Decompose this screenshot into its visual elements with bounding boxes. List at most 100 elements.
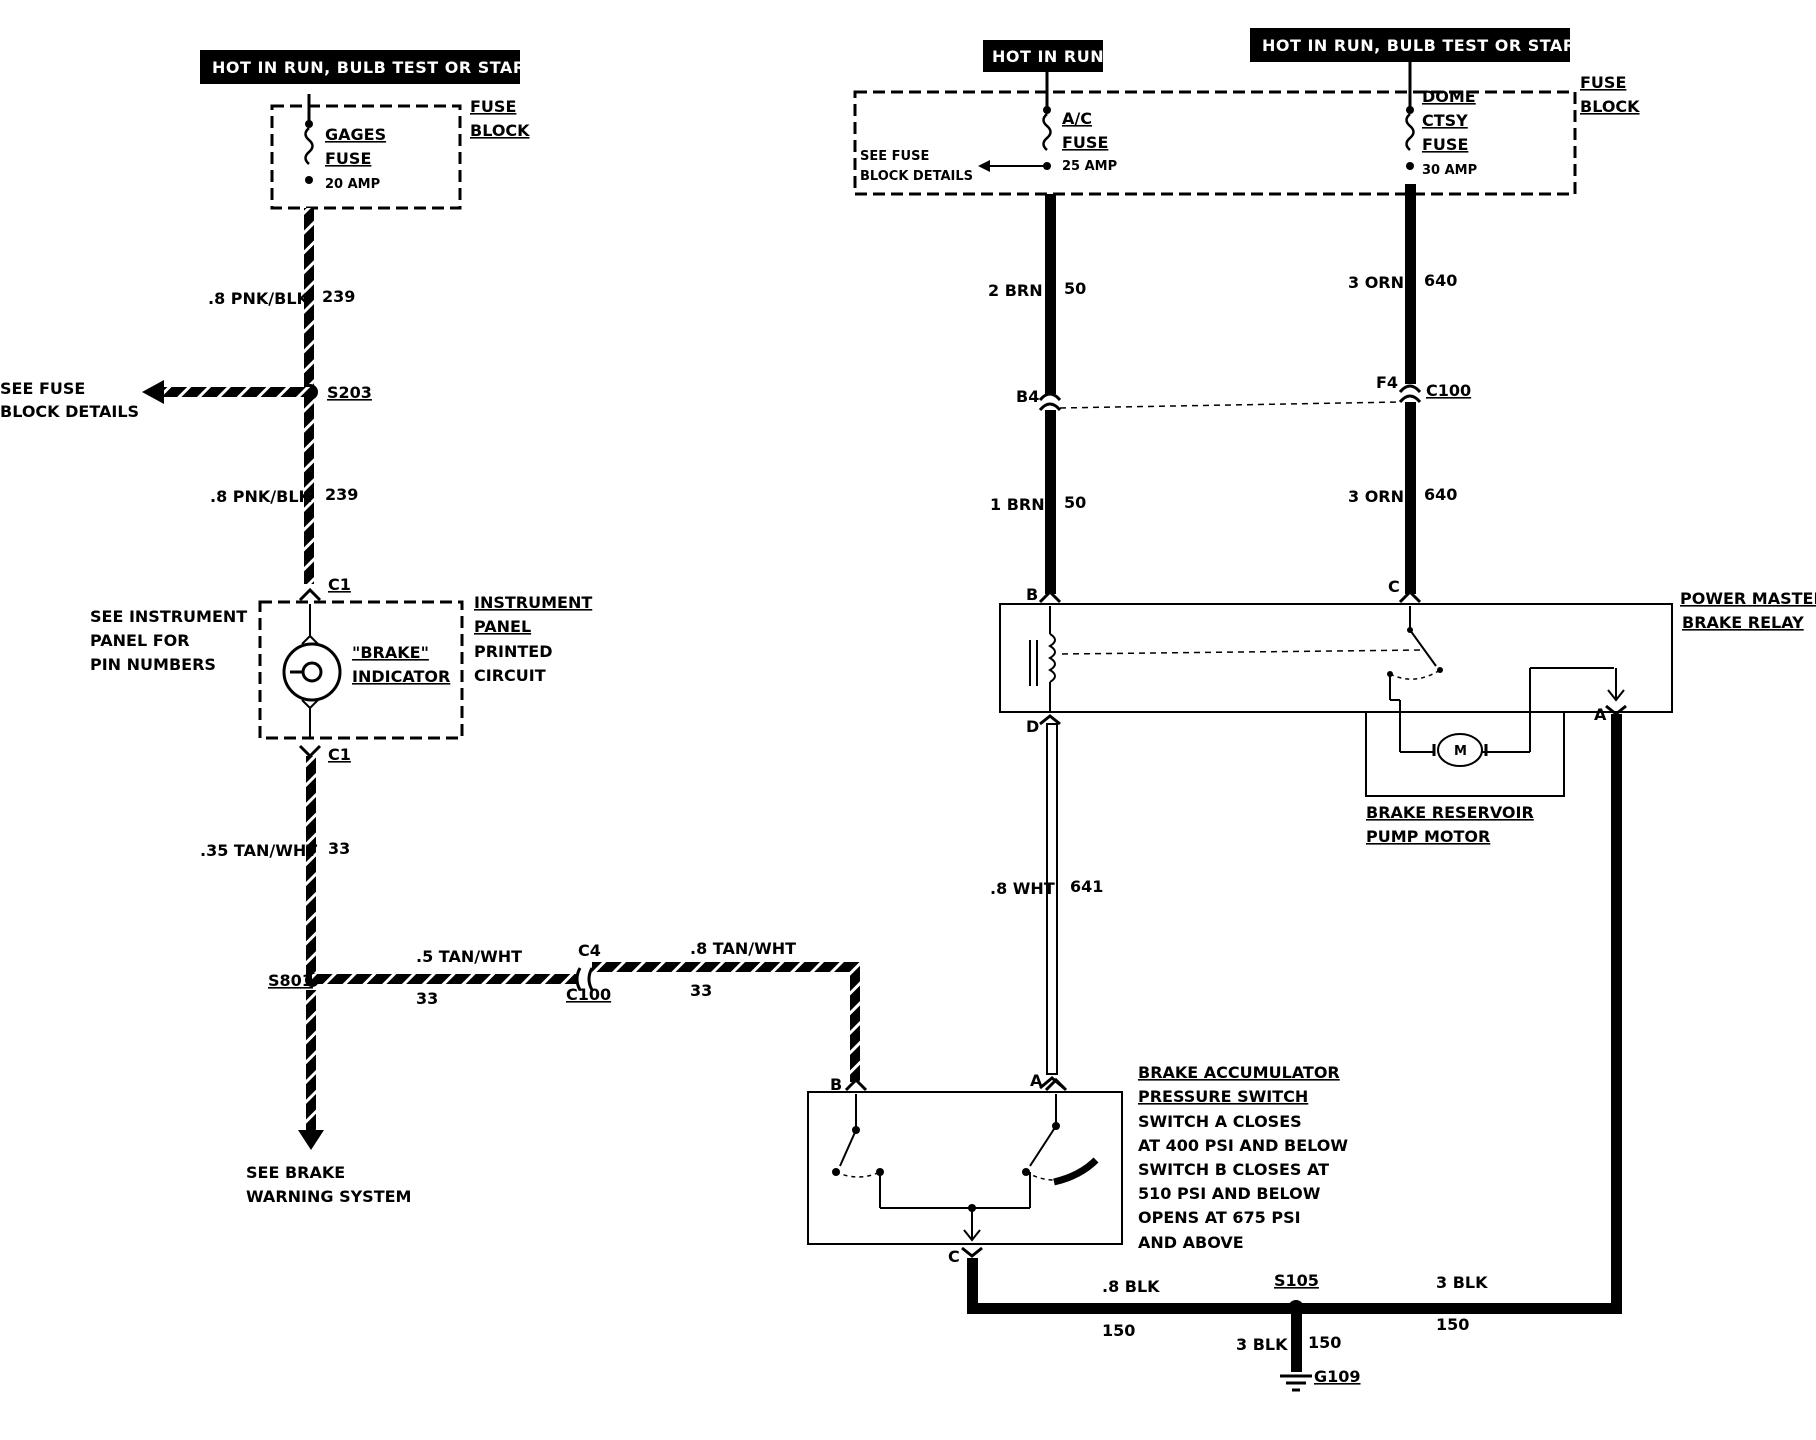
power-master-relay (999, 589, 1673, 753)
brake-indicator-bulb (282, 642, 342, 702)
wire-50 (1038, 194, 1062, 594)
c100-vertical-label: C100 (1426, 381, 1471, 400)
c100-connector-line (1059, 401, 1401, 409)
pressure-switch (807, 1077, 1123, 1258)
f4-label: F4 (1376, 373, 1398, 392)
left-fuse-block: GAGES FUSE 20 AMP FUSE BLOCK (270, 94, 530, 210)
wire-239-num-lower: 239 (325, 485, 358, 504)
header-left-text: HOT IN RUN, BULB TEST OR START (212, 58, 536, 77)
ctsy-label: CTSY (1422, 111, 1468, 130)
see-instrument-3: PIN NUMBERS (90, 655, 216, 674)
wire-33-h2-num: 33 (690, 981, 712, 1000)
brake-indicator-label-1: "BRAKE" (352, 643, 429, 662)
header-left: HOT IN RUN, BULB TEST OR START (200, 50, 536, 84)
relay-pin-b: B (1026, 585, 1038, 604)
wire-150-relay (1611, 714, 1622, 1304)
wire-33-vertical (298, 756, 324, 1150)
wire-239-gauge-lower: .8 PNK/BLK (210, 487, 312, 506)
s105-label: S105 (1274, 1271, 1319, 1290)
wire-150-b-gauge: 3 BLK (1436, 1273, 1488, 1292)
header-mid: HOT IN RUN (983, 40, 1104, 72)
brake-indicator-label-2: INDICATOR (352, 667, 450, 686)
header-right: HOT IN RUN, BULB TEST OR START (1250, 28, 1586, 62)
switch-label-3: SWITCH A CLOSES (1138, 1112, 1302, 1131)
wire-50-num-lower: 50 (1064, 493, 1086, 512)
left-fuse-block-label-1: FUSE (470, 97, 516, 116)
s801-label: S801 (268, 971, 313, 990)
see-instrument-1: SEE INSTRUMENT (90, 607, 247, 626)
c1-top-connector (298, 587, 322, 602)
wire-150-c-num: 150 (1308, 1333, 1341, 1352)
wire-640-gauge-lower: 3 ORN (1348, 487, 1404, 506)
wire-640-num-lower: 640 (1424, 485, 1457, 504)
dome-amp-label: 30 AMP (1422, 163, 1477, 178)
dome-fuse-label: FUSE (1422, 135, 1468, 154)
pump-label-1: BRAKE RESERVOIR (1366, 803, 1534, 822)
switch-pin-a: A (1030, 1071, 1043, 1090)
header-right-text: HOT IN RUN, BULB TEST OR START (1262, 36, 1586, 55)
wire-33-gauge: .35 TAN/WHT (200, 841, 317, 860)
right-fuse-block-label-1: FUSE (1580, 73, 1626, 92)
ipc-label-4: CIRCUIT (474, 666, 546, 685)
dome-label: DOME (1422, 87, 1476, 106)
see-fuse-left-1: SEE FUSE (0, 379, 85, 398)
relay-label-2: BRAKE RELAY (1682, 613, 1804, 632)
wire-640 (1398, 184, 1422, 594)
wire-33-h1-gauge: .5 TAN/WHT (416, 947, 522, 966)
switch-pin-b: B (830, 1075, 842, 1094)
gages-fuse-label: FUSE (325, 149, 371, 168)
switch-label-8: AND ABOVE (1138, 1233, 1244, 1252)
right-fuse-block: SEE FUSE BLOCK DETAILS A/C FUSE 25 AMP D… (853, 62, 1640, 196)
wire-50-gauge-lower: 1 BRN (990, 495, 1045, 514)
see-fuse-right-2: BLOCK DETAILS (860, 169, 973, 184)
wire-150-b-num: 150 (1436, 1315, 1469, 1334)
b4-label: B4 (1016, 387, 1039, 406)
relay-pin-c: C (1388, 577, 1400, 596)
wire-641 (1039, 714, 1065, 1090)
wire-33-horizontal (312, 962, 860, 1082)
c1-bottom-connector (298, 744, 322, 759)
switch-pin-c: C (948, 1247, 960, 1266)
wire-50-num-upper: 50 (1064, 279, 1086, 298)
switch-label-7: OPENS AT 675 PSI (1138, 1208, 1301, 1227)
wire-239-num-upper: 239 (322, 287, 355, 306)
wire-33-h2-gauge: .8 TAN/WHT (690, 939, 796, 958)
wire-150-a-gauge: .8 BLK (1102, 1277, 1160, 1296)
left-fuse-block-label-2: BLOCK (470, 121, 530, 140)
wire-641-num: 641 (1070, 877, 1103, 896)
c1-top-label: C1 (328, 575, 351, 594)
relay-label-1: POWER MASTER (1680, 589, 1816, 608)
relay-pin-d: D (1026, 717, 1039, 736)
c4-label: C4 (578, 941, 601, 960)
switch-label-5: SWITCH B CLOSES AT (1138, 1160, 1329, 1179)
wire-640-num-upper: 640 (1424, 271, 1457, 290)
ipc-label-2: PANEL (474, 617, 531, 636)
pump-label-2: PUMP MOTOR (1366, 827, 1490, 846)
ac-fuse-label: FUSE (1062, 133, 1108, 152)
splice-s203 (142, 380, 318, 404)
c1-bottom-label: C1 (328, 745, 351, 764)
ipc-label-1: INSTRUMENT (474, 593, 592, 612)
switch-label-6: 510 PSI AND BELOW (1138, 1184, 1321, 1203)
right-fuse-block-label-2: BLOCK (1580, 97, 1640, 116)
instrument-panel-box (258, 600, 464, 740)
s203-label: S203 (327, 383, 372, 402)
switch-label-4: AT 400 PSI AND BELOW (1138, 1136, 1348, 1155)
motor-symbol: M (1454, 744, 1467, 759)
pump-motor-circuit: M (1365, 711, 1565, 797)
wire-640-gauge-upper: 3 ORN (1348, 273, 1404, 292)
switch-label-2: PRESSURE SWITCH (1138, 1087, 1308, 1106)
switch-label-1: BRAKE ACCUMULATOR (1138, 1063, 1340, 1082)
ac-amp-label: 25 AMP (1062, 159, 1117, 174)
relay-pin-a: A (1594, 705, 1607, 724)
wire-50-gauge-upper: 2 BRN (988, 281, 1043, 300)
see-brake-2: WARNING SYSTEM (246, 1187, 411, 1206)
wire-150-ground (967, 1258, 1622, 1372)
header-mid-text: HOT IN RUN (992, 47, 1104, 66)
wire-33-h1-num: 33 (416, 989, 438, 1008)
wire-150-c-gauge: 3 BLK (1236, 1335, 1288, 1354)
g109-label: G109 (1314, 1367, 1361, 1386)
c100-horizontal-label: C100 (566, 985, 611, 1004)
see-brake-1: SEE BRAKE (246, 1163, 345, 1182)
